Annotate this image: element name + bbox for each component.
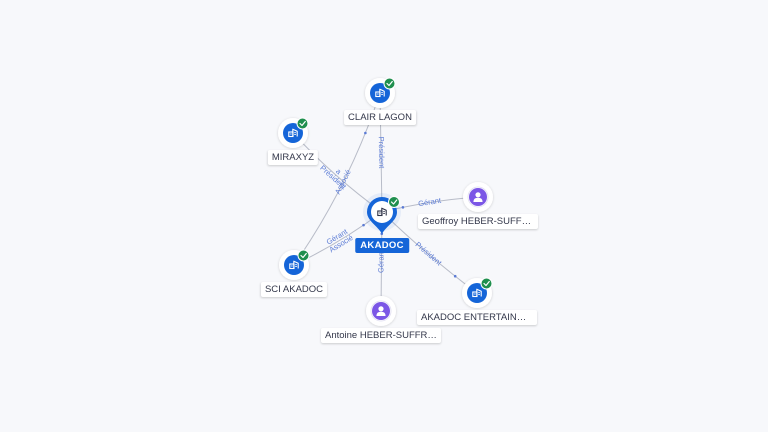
node-miraxyz[interactable]	[278, 117, 309, 149]
node-clair[interactable]	[365, 77, 396, 109]
node-label-clair[interactable]: CLAIR LAGON	[344, 110, 416, 125]
node-antoine[interactable]	[366, 296, 396, 326]
edge-arrow-marker	[364, 131, 367, 135]
edge-label: Gérant	[418, 196, 443, 209]
nodes-layer	[278, 77, 493, 326]
building-icon	[472, 288, 482, 298]
edge-label: Gérant	[376, 249, 385, 273]
edge-arrow-marker	[362, 223, 365, 227]
building-icon	[289, 260, 299, 270]
node-entertainment[interactable]	[462, 277, 493, 309]
node-geoffroy[interactable]	[463, 182, 493, 212]
node-sci[interactable]	[279, 249, 310, 281]
node-label-miraxyz[interactable]: MIRAXYZ	[267, 150, 319, 165]
verified-check-icon	[383, 77, 396, 90]
node-akadoc[interactable]	[363, 193, 401, 234]
person-icon	[376, 306, 386, 316]
edge-arrow-marker	[401, 206, 405, 209]
building-icon	[288, 128, 298, 138]
edge-arrow-marker	[453, 274, 457, 278]
edge-label: Président	[377, 137, 387, 170]
edge-label: Président	[414, 240, 445, 268]
verified-check-icon	[480, 277, 493, 290]
verified-check-icon	[388, 196, 400, 208]
node-label-geoffroy[interactable]: Geoffroy HEBER-SUFFR...	[418, 214, 538, 229]
node-label-sci[interactable]: SCI AKADOC	[260, 282, 328, 297]
node-label-akadoc[interactable]: AKADOC	[355, 238, 409, 253]
verified-check-icon	[296, 117, 309, 130]
node-label-antoine[interactable]: Antoine HEBER-SUFFRI...	[321, 328, 441, 343]
building-icon	[375, 88, 385, 98]
verified-check-icon	[297, 249, 310, 262]
edge-label: a	[334, 167, 344, 177]
building-icon	[377, 207, 387, 217]
node-label-entertainment[interactable]: AKADOC ENTERTAINMENT	[417, 310, 537, 325]
person-icon	[473, 192, 483, 202]
